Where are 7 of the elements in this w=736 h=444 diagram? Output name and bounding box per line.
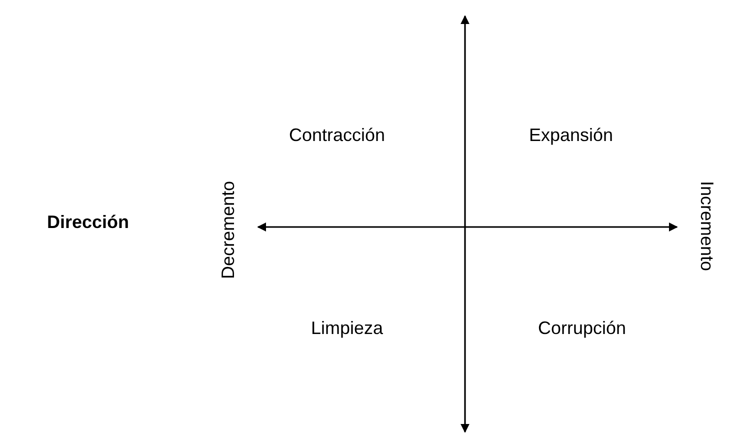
axis-title: Dirección: [47, 213, 130, 231]
quadrant-label: Contracción: [289, 126, 386, 144]
quadrant-label: Limpieza: [311, 319, 384, 337]
quadrant-label: Expansión: [529, 126, 614, 144]
axis-end-label: Decremento: [219, 181, 237, 280]
quadrant-label: Corrupción: [538, 319, 626, 337]
axis-end-label: Incremento: [698, 181, 716, 272]
